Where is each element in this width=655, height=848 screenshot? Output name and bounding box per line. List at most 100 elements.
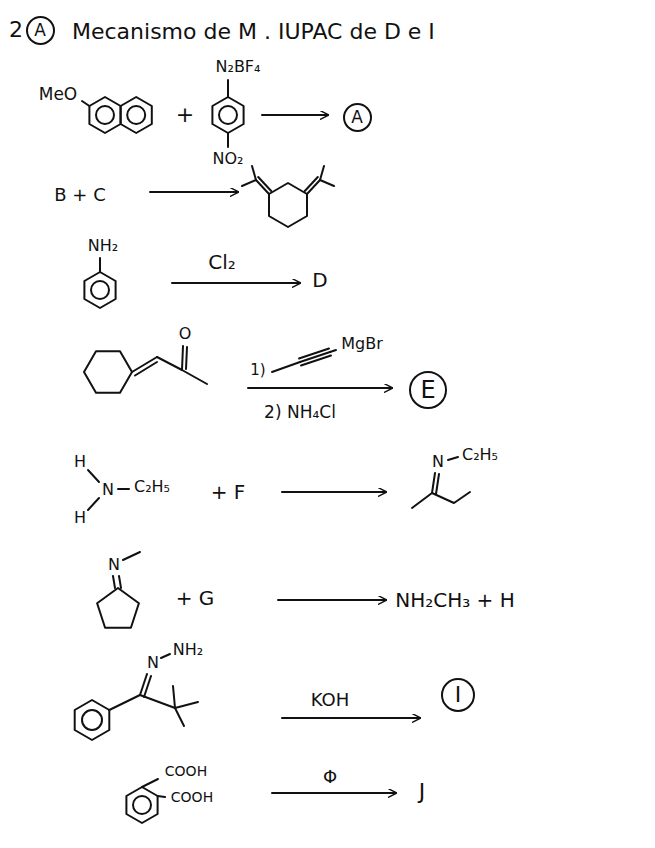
hydrazone-stroke (161, 654, 170, 658)
aniline-stroke (84, 272, 115, 308)
hydrazone (75, 654, 198, 740)
hydrazone-stroke (140, 695, 175, 708)
circled-letter: I (441, 678, 475, 712)
node-text: A (34, 22, 46, 39)
diene-product-stroke (252, 166, 256, 180)
chem-label: COOH (170, 790, 214, 805)
alkynyl-grignard (272, 349, 336, 373)
diene-product-stroke (269, 183, 307, 227)
chem-label: N (101, 481, 115, 499)
phthalic-acid (126, 779, 165, 823)
chem-label: Cl₂ (207, 251, 237, 273)
chem-label: D (311, 269, 328, 291)
chem-label: H (73, 509, 87, 527)
enone (84, 346, 207, 393)
chem-label: NO₂ (212, 150, 245, 168)
chem-label: MgBr (340, 335, 384, 353)
phthalic-acid-stroke (126, 787, 157, 823)
aniline-stroke (99, 258, 101, 272)
chem-label: NH₂ (172, 641, 204, 659)
diene-product-stroke (320, 166, 324, 180)
ethylamine-stroke (118, 488, 129, 490)
enone-stroke (186, 347, 187, 369)
alkynyl-grignard-stroke (301, 356, 331, 366)
circled-letter: A (26, 16, 55, 45)
chem-label: COOH (164, 764, 208, 779)
methoxynaphthalene-stroke (96, 106, 114, 124)
imine-product-stroke (448, 457, 458, 460)
diazonium-salt-stroke (212, 97, 243, 133)
enone-stroke (135, 362, 157, 376)
reaction-arrow (278, 599, 386, 601)
chem-label: 1) (249, 362, 266, 379)
ethylamine-stroke (88, 470, 99, 482)
chem-label: N₂BF₄ (215, 58, 262, 76)
phthalic-acid-stroke (133, 796, 151, 814)
aniline-stroke (91, 281, 109, 299)
chem-label: H (73, 453, 87, 471)
chem-label: O (178, 325, 193, 343)
methoxynaphthalene-stroke (82, 101, 89, 106)
cyclic-imine-stroke (97, 588, 139, 628)
reaction-arrow (248, 387, 392, 389)
hydrazone-stroke (144, 676, 151, 697)
chem-label: MeO (38, 85, 79, 104)
circled-letter: A (343, 103, 372, 132)
methoxynaphthalene-stroke (121, 97, 152, 133)
reaction-arrow (282, 491, 386, 493)
chem-label: B + C (53, 185, 106, 205)
chem-label: + G (175, 587, 216, 609)
reaction-arrow (172, 282, 300, 284)
diene-product (242, 166, 334, 227)
aniline (84, 258, 115, 308)
methoxynaphthalene-stroke (127, 106, 145, 124)
chem-label: NH₂ (87, 237, 119, 255)
enone-stroke (182, 370, 207, 384)
question-number: 2 (8, 18, 24, 42)
enone-stroke (182, 346, 183, 370)
enone-stroke (84, 351, 132, 393)
node-text: A (351, 109, 363, 126)
chem-label: J (418, 780, 427, 804)
hydrazone-stroke (75, 700, 110, 740)
cyclic-imine-stroke (119, 576, 121, 588)
diene-product-stroke (305, 177, 318, 191)
alkynyl-grignard-stroke (330, 350, 336, 352)
chem-label: C₂H₅ (133, 478, 171, 496)
chem-label: NH₂CH₃ + H (394, 589, 516, 611)
node-text: E (420, 378, 435, 402)
diene-product-stroke (242, 180, 256, 186)
heading: Mecanismo de M . IUPAC de D e I (72, 19, 435, 45)
reaction-arrow (150, 191, 238, 193)
hydrazone-stroke (82, 710, 102, 730)
hydrazone-stroke (109, 695, 140, 710)
diene-product-stroke (258, 177, 271, 191)
chem-label: 2) NH₄Cl (263, 403, 337, 422)
reaction-arrow (282, 717, 420, 719)
imine-product-stroke (412, 492, 470, 508)
cyclic-imine-stroke (123, 552, 140, 560)
phthalic-acid-stroke (142, 779, 158, 787)
hydrazone-stroke (175, 708, 184, 726)
node-text: I (455, 684, 462, 706)
chem-label: KOH (310, 690, 351, 710)
diazonium-salt-stroke (219, 106, 237, 124)
cyclic-imine-stroke (113, 576, 115, 588)
chem-label: N (107, 556, 121, 574)
phthalic-acid-stroke (158, 796, 165, 797)
chem-label: + (175, 103, 195, 127)
hydrazone-stroke (173, 686, 175, 708)
reaction-arrow (262, 114, 328, 116)
methoxynaphthalene (82, 97, 152, 133)
imine-product-stroke (436, 474, 439, 494)
ethylamine (88, 470, 129, 510)
diazonium-salt-stroke (227, 133, 229, 147)
diazonium-salt (212, 80, 243, 147)
hydrazone-stroke (175, 702, 198, 708)
chem-label: + F (210, 481, 247, 503)
circled-letter: E (409, 371, 447, 409)
diene-product-stroke (320, 180, 334, 186)
chem-label: C₂H₅ (461, 446, 499, 464)
